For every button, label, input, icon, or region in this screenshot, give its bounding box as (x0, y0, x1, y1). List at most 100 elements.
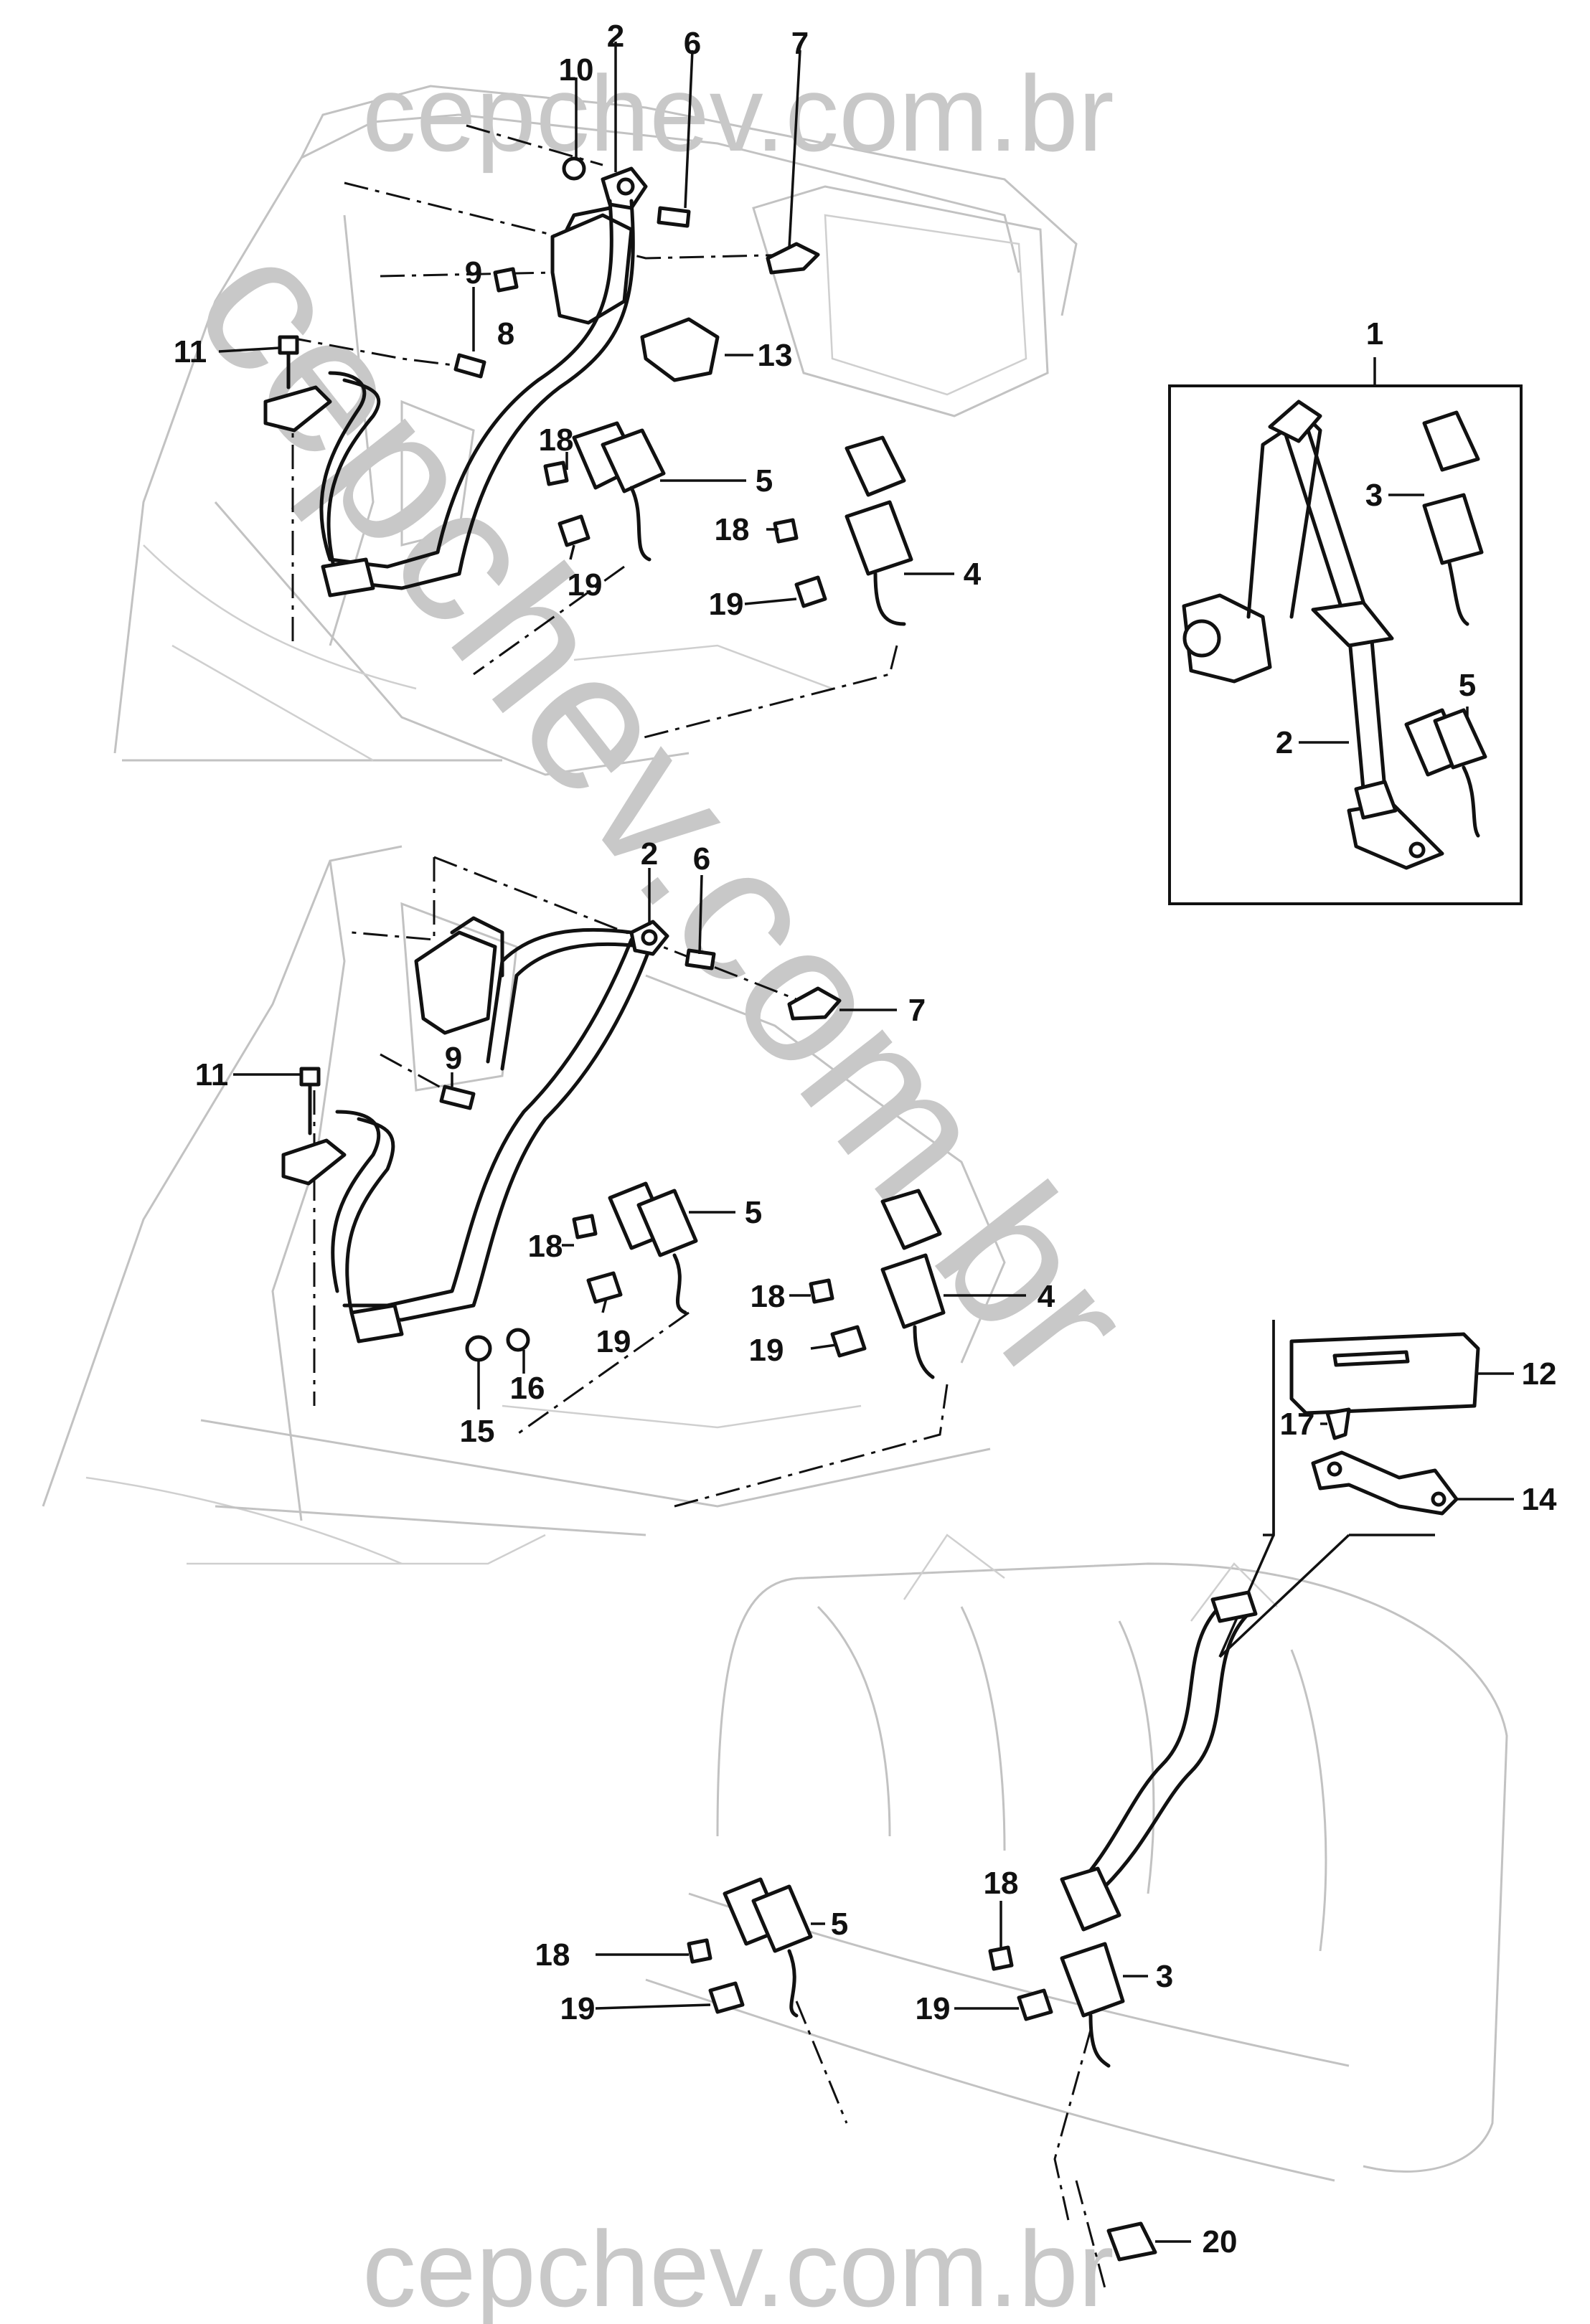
callout-11: 11 (195, 1057, 229, 1092)
double-buckle (572, 421, 666, 562)
single-buckle (880, 1189, 946, 1379)
callout-19: 19 (568, 567, 603, 603)
lower-anchor-bracket (281, 1138, 347, 1186)
single-buckle (845, 435, 913, 626)
vehicle-body-outline-top (113, 85, 1078, 776)
rear-seat-assembly: 18 5 18 19 3 19 20 (535, 1590, 1258, 2289)
callout-20: 20 (1203, 2224, 1238, 2259)
centerline (638, 645, 898, 740)
seat-belt-kit-box: 1 3 2 5 (1168, 316, 1523, 905)
callout-6: 6 (693, 841, 710, 877)
anchor-bracket (830, 1325, 867, 1358)
callout-17: 17 (1280, 1407, 1315, 1442)
kit-single-buckle (1422, 410, 1484, 626)
middle-assembly: 2 6 7 11 9 5 18 18 4 19 19 16 15 (195, 836, 1055, 1508)
bolt-icon (543, 460, 569, 486)
callout-19: 19 (709, 587, 744, 622)
callout-4: 4 (964, 557, 982, 592)
center-belt-webbing (1081, 1605, 1222, 1881)
nut-icon (493, 267, 519, 293)
single-buckle (1060, 1866, 1125, 2068)
buckle-cover (1106, 2221, 1157, 2262)
callout-13: 13 (758, 338, 793, 373)
centerline (795, 2001, 848, 2124)
callout-10: 10 (559, 52, 594, 88)
callout-5: 5 (756, 463, 773, 499)
plug-icon (506, 1328, 530, 1352)
bolt-icon (773, 518, 799, 544)
watermark-top: cepchev.com.br (362, 53, 1114, 174)
top-assembly: 2 10 6 7 9 8 11 13 18 5 18 19 4 19 (174, 19, 982, 740)
bolt-icon (657, 206, 691, 228)
callout-1: 1 (1366, 316, 1383, 351)
belt-webbing (357, 937, 655, 1322)
centerline (674, 1384, 949, 1508)
centerline (351, 857, 436, 941)
callout-2: 2 (641, 836, 658, 872)
callout-19: 19 (749, 1333, 784, 1368)
retractor-bracket (640, 317, 720, 382)
anchor-bracket (794, 575, 827, 608)
callout-3: 3 (1156, 1959, 1173, 1994)
callout-6: 6 (684, 26, 701, 61)
bolt-icon (988, 1945, 1014, 1971)
callout-19: 19 (596, 1324, 631, 1359)
latch-plate (321, 557, 375, 597)
kit-double-buckle (1404, 708, 1487, 838)
anchor-bracket (1017, 1988, 1053, 2021)
callout-18: 18 (984, 1866, 1019, 1901)
bolt-icon (453, 353, 486, 379)
belt-guide-bracket (1311, 1450, 1459, 1516)
bolt-icon (572, 1214, 598, 1239)
callout-11: 11 (174, 334, 207, 369)
callout-18: 18 (751, 1279, 786, 1314)
centerline (1053, 2029, 1092, 2224)
callout-12: 12 (1522, 1356, 1557, 1392)
centerline (344, 181, 797, 260)
callout-4: 4 (1038, 1279, 1055, 1314)
callout-2: 2 (607, 19, 624, 54)
callout-19: 19 (916, 1991, 951, 2026)
callout-18: 18 (535, 1937, 570, 1973)
callout-18: 18 (539, 422, 574, 458)
retractor (550, 213, 634, 325)
washer-icon (562, 156, 586, 181)
callout-8: 8 (497, 316, 514, 351)
callout-3: 3 (1365, 478, 1383, 513)
bolt-icon (299, 1067, 321, 1135)
clip-icon (1325, 1407, 1351, 1440)
anchor-cover (766, 242, 820, 275)
callout-7: 7 (791, 26, 809, 61)
center-belt-guide-detail: 12 17 14 (1218, 1320, 1557, 1658)
callout-5: 5 (1459, 668, 1476, 703)
centerline (1075, 2180, 1106, 2289)
centerline (380, 271, 553, 278)
double-buckle (608, 1181, 698, 1315)
callout-15: 15 (460, 1414, 495, 1449)
retractor (414, 930, 497, 1035)
belt-guide-cover (1289, 1332, 1480, 1415)
centerline (516, 1311, 690, 1436)
callout-5: 5 (745, 1195, 762, 1230)
callout-14: 14 (1522, 1482, 1557, 1517)
belt-webbing (335, 199, 635, 590)
callout-5: 5 (831, 1907, 848, 1942)
lower-anchor-bracket (263, 385, 332, 433)
bolt-icon (439, 1085, 476, 1110)
callout-9: 9 (445, 1041, 462, 1076)
callout-9: 9 (465, 255, 482, 290)
anchor-cover (787, 986, 842, 1021)
callout-18: 18 (715, 512, 750, 547)
double-buckle (723, 1877, 813, 2018)
bolt-icon (687, 1938, 712, 1964)
callout-18: 18 (528, 1229, 563, 1264)
anchor-bracket (708, 1981, 745, 2014)
centerline (473, 565, 625, 676)
callout-19: 19 (560, 1991, 596, 2026)
latch-plate (349, 1303, 404, 1343)
callout-7: 7 (908, 993, 926, 1028)
bolt-icon (278, 335, 299, 389)
bolt-icon (809, 1278, 834, 1304)
watermark-bottom: cepchev.com.br (362, 2209, 1114, 2324)
